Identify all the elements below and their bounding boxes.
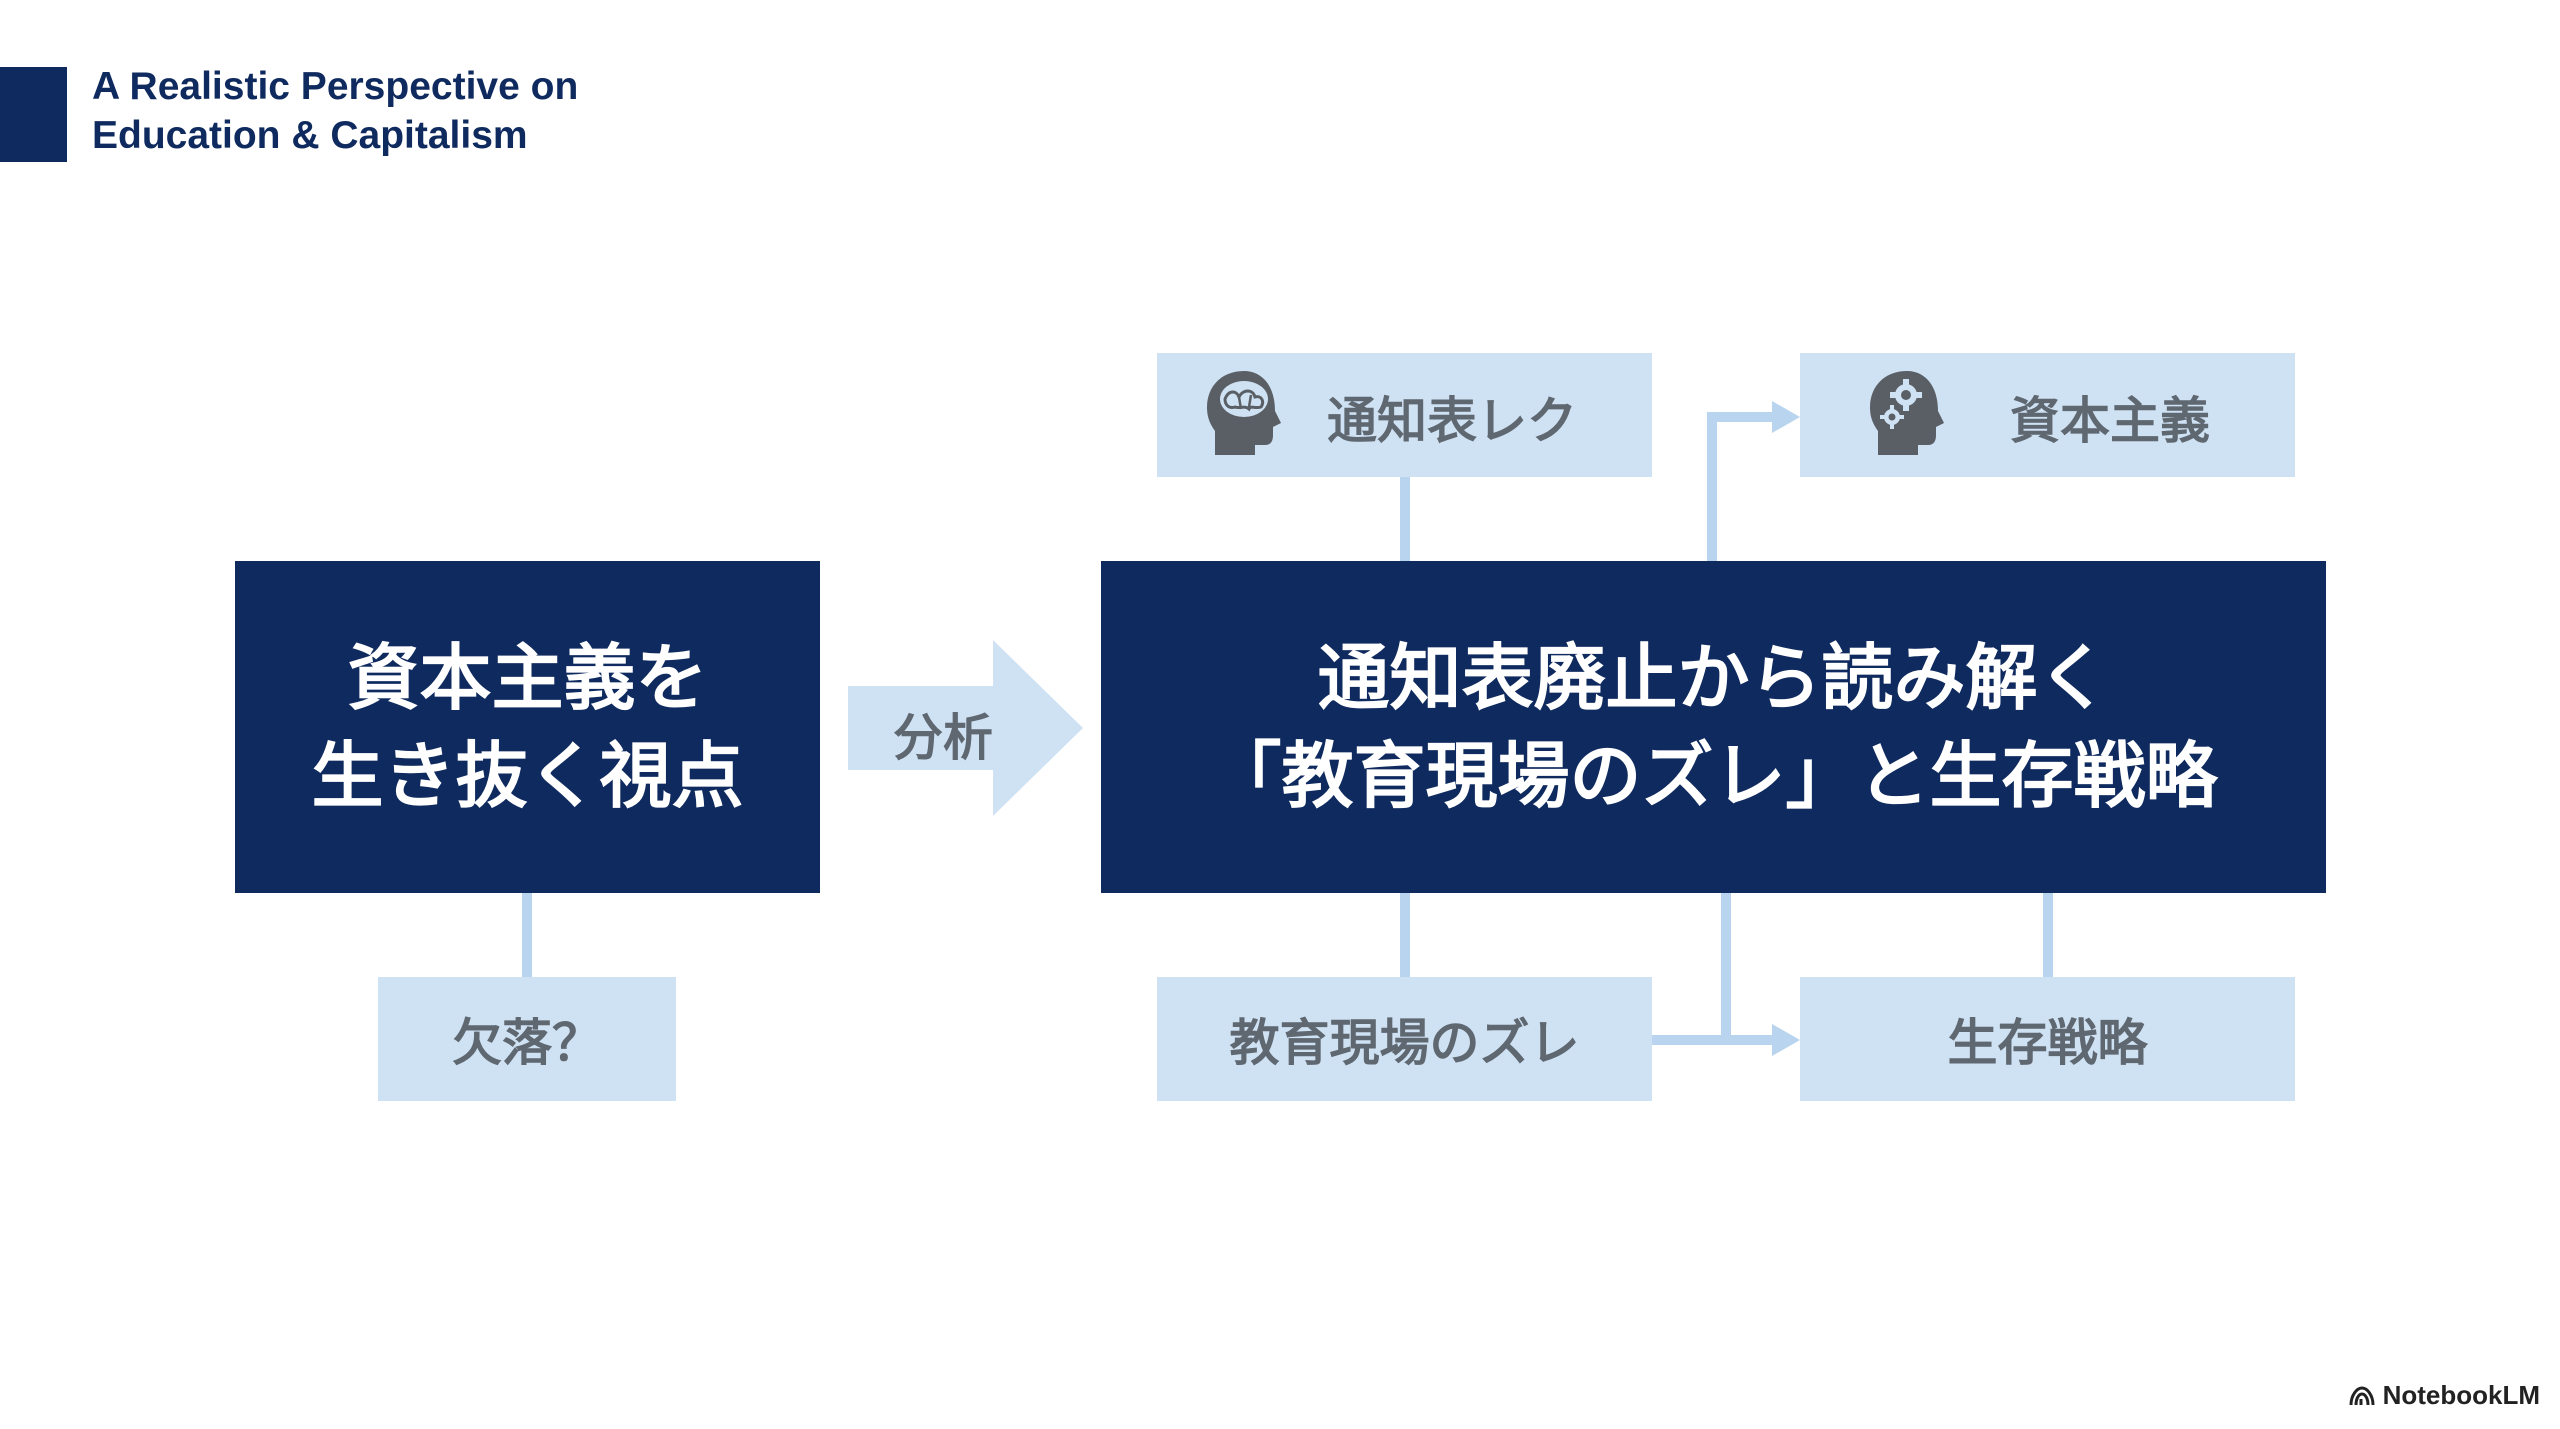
node-tsuchi: 通知表レク [1157, 353, 1652, 477]
slide-title: A Realistic Perspective on Education & C… [92, 62, 792, 160]
brand-label: NotebookLM [2382, 1380, 2540, 1410]
slide-title-line2: Education & Capitalism [92, 114, 528, 157]
node-zure-label: 教育現場のズレ [1229, 1014, 1580, 1072]
perspective-box: 資本主義を 生き抜く視点 [235, 561, 820, 893]
connector-center-shihon [1707, 412, 1772, 561]
slide-title-line1: A Realistic Perspective on [92, 65, 579, 108]
main-theme-line1: 通知表廃止から読み解く [1317, 636, 2110, 720]
node-senryaku-label: 生存戦略 [1947, 1014, 2148, 1072]
gears-head-icon [1862, 365, 1952, 465]
node-zure: 教育現場のズレ [1157, 977, 1652, 1101]
arrowhead-shihon [1772, 401, 1800, 433]
perspective-line1: 資本主義を [347, 636, 708, 720]
main-theme-box: 通知表廃止から読み解く 「教育現場のズレ」と生存戦略 [1101, 561, 2326, 893]
brand-watermark: NotebookLM [2349, 1380, 2540, 1411]
header-accent-block [0, 67, 67, 162]
node-shihon: 資本主義 [1800, 353, 2295, 477]
analysis-label: 分析 [893, 709, 993, 767]
node-shihon-label: 資本主義 [2010, 392, 2210, 450]
arrowhead-senryaku [1772, 1024, 1800, 1056]
node-ketsuraku-label: 欠落？ [452, 1014, 602, 1072]
node-ketsuraku: 欠落？ [378, 977, 676, 1101]
brain-head-icon [1199, 365, 1289, 465]
arrow-shape [848, 640, 1083, 816]
node-tsuchi-label: 通知表レク [1327, 392, 1577, 450]
notebooklm-logo-icon [2349, 1385, 2375, 1405]
analysis-arrow: 分析 [848, 640, 1083, 816]
main-theme-line2: 「教育現場のズレ」と生存戦略 [1209, 734, 2218, 818]
perspective-line2: 生き抜く視点 [311, 734, 744, 818]
node-senryaku: 生存戦略 [1800, 977, 2295, 1101]
